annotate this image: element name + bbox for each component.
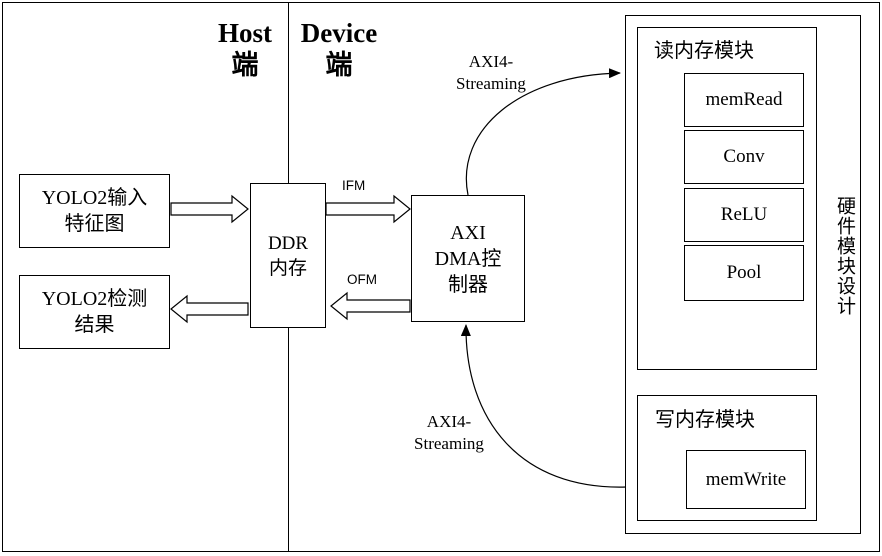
host-label-line-2: 端 — [231, 50, 259, 80]
yolo2-input-line-2: 特征图 — [64, 213, 125, 235]
curve-dma-to-read — [465, 68, 621, 196]
relu-block: ReLU — [684, 188, 804, 242]
yolo2-result-line-2: 结果 — [74, 314, 115, 336]
write-memory-group-title: 写内存模块 — [655, 409, 755, 431]
conv-block: Conv — [684, 130, 804, 184]
yolo2-result-block: YOLO2检测 结果 — [19, 275, 170, 349]
axi-dma-controller-block: AXI DMA控 制器 — [411, 195, 525, 322]
arrow-ofm — [330, 291, 411, 321]
yolo2-result-line-1: YOLO2检测 — [41, 288, 148, 310]
curve-write-to-dma — [460, 324, 627, 488]
axi-dma-line-2: DMA控 — [434, 247, 502, 270]
ddr-line-1: DDR — [267, 232, 309, 254]
yolo2-input-line-1: YOLO2输入 — [41, 187, 148, 209]
mem-write-block: memWrite — [686, 450, 806, 509]
read-memory-group-title: 读内存模块 — [654, 40, 754, 62]
axi4-streaming-bottom-label: AXI4- Streaming — [394, 411, 504, 455]
ddr-line-2: 内存 — [268, 257, 307, 279]
hardware-module-design-label: 硬件模块设计 — [834, 196, 855, 316]
axi-dma-line-3: 制器 — [448, 273, 488, 296]
arrow-ifm — [325, 194, 411, 224]
ddr-memory-block: DDR 内存 — [250, 183, 326, 328]
device-label-line-1: Device — [300, 18, 378, 48]
axi4-streaming-bottom-line-1: AXI4- — [426, 412, 472, 431]
arrow-ddr-to-result — [170, 294, 249, 324]
mem-read-block: memRead — [684, 73, 804, 127]
axi4-streaming-bottom-line-2: Streaming — [414, 434, 484, 453]
device-label: Device 端 — [290, 17, 388, 81]
axi4-streaming-top-line-2: Streaming — [456, 74, 526, 93]
pool-block: Pool — [684, 245, 804, 301]
axi-dma-line-1: AXI — [450, 221, 486, 244]
ifm-label: IFM — [342, 178, 366, 193]
device-label-line-2: 端 — [325, 50, 353, 80]
hardware-module-container — [625, 15, 861, 534]
host-label: Host 端 — [210, 17, 280, 81]
host-label-line-1: Host — [218, 18, 272, 48]
yolo2-input-block: YOLO2输入 特征图 — [19, 174, 170, 248]
axi4-streaming-top-line-1: AXI4- — [468, 52, 514, 71]
ofm-label: OFM — [347, 272, 377, 287]
axi4-streaming-top-label: AXI4- Streaming — [436, 51, 546, 95]
arrow-input-to-ddr — [170, 194, 249, 224]
